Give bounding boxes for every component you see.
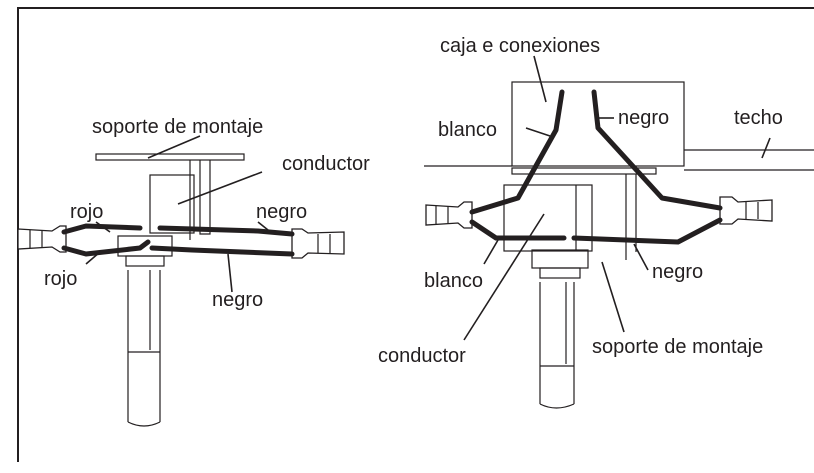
left-downrod (127, 270, 161, 422)
right-ceiling-lines (424, 149, 814, 171)
right-leader-white-bottom (483, 239, 499, 265)
right-diagram: caja e conexiones blanco negro techo bla… (378, 35, 814, 409)
right-label-black-top: negro (618, 107, 669, 129)
left-leader-black-bottom (227, 253, 233, 293)
left-black-wire-top (157, 225, 295, 237)
right-conductor-box (503, 184, 593, 252)
right-leader-ceiling (761, 137, 771, 159)
right-bracket-arm (625, 174, 637, 260)
right-junction-box (511, 81, 685, 167)
left-leader-mounting (147, 135, 201, 159)
right-label-black-bottom: negro (652, 261, 703, 283)
right-white-wire-top (469, 89, 565, 215)
left-wire-nut-left (17, 225, 67, 253)
left-leader-conductor (177, 171, 263, 205)
left-label-conductor: conductor (282, 153, 370, 175)
left-label-mounting-bracket: soporte de montaje (92, 116, 263, 138)
left-mounting-plate (95, 153, 245, 161)
right-label-junction-box: caja e conexiones (440, 35, 600, 57)
left-red-wire-bottom (61, 239, 151, 257)
left-leader-red-top (95, 221, 111, 233)
right-leader-junction-box (533, 55, 547, 103)
right-wire-nut-left (425, 201, 473, 229)
left-red-wire-top (61, 223, 143, 235)
right-black-wire-bottom (571, 217, 723, 245)
left-diagram: soporte de montaje conductor rojo negro … (17, 116, 370, 427)
right-leader-mounting (601, 261, 625, 333)
left-black-wire-bottom (149, 245, 295, 257)
right-leader-white-top (525, 127, 551, 137)
left-label-red-top: rojo (70, 201, 103, 223)
right-label-ceiling: techo (734, 107, 783, 129)
right-white-wire-bottom (469, 219, 567, 241)
left-leader-black-top (257, 221, 269, 231)
left-label-red-bottom: rojo (44, 268, 77, 290)
right-label-mounting-bracket: soporte de montaje (592, 336, 763, 358)
right-black-wire-top (591, 89, 723, 211)
figure-border (17, 7, 814, 462)
left-downrod-end (127, 421, 161, 427)
right-canopy-block (531, 249, 589, 269)
right-label-white-bottom: blanco (424, 270, 483, 292)
right-canopy-collar (539, 267, 581, 279)
left-label-black-bottom: negro (212, 289, 263, 311)
right-label-conductor: conductor (378, 345, 466, 367)
right-leader-conductor (463, 213, 545, 341)
left-canopy-collar (125, 255, 165, 267)
right-label-white-top: blanco (438, 119, 497, 141)
left-conductor-box (149, 174, 195, 234)
left-label-black-top: negro (256, 201, 307, 223)
right-mounting-plate (511, 167, 657, 175)
right-downrod-end (539, 403, 575, 409)
left-wire-nut-right (291, 228, 345, 259)
right-downrod (539, 282, 575, 404)
right-wire-nut-right (719, 196, 773, 225)
right-leader-black-bottom (633, 243, 649, 271)
left-leader-red-bottom (85, 251, 101, 265)
